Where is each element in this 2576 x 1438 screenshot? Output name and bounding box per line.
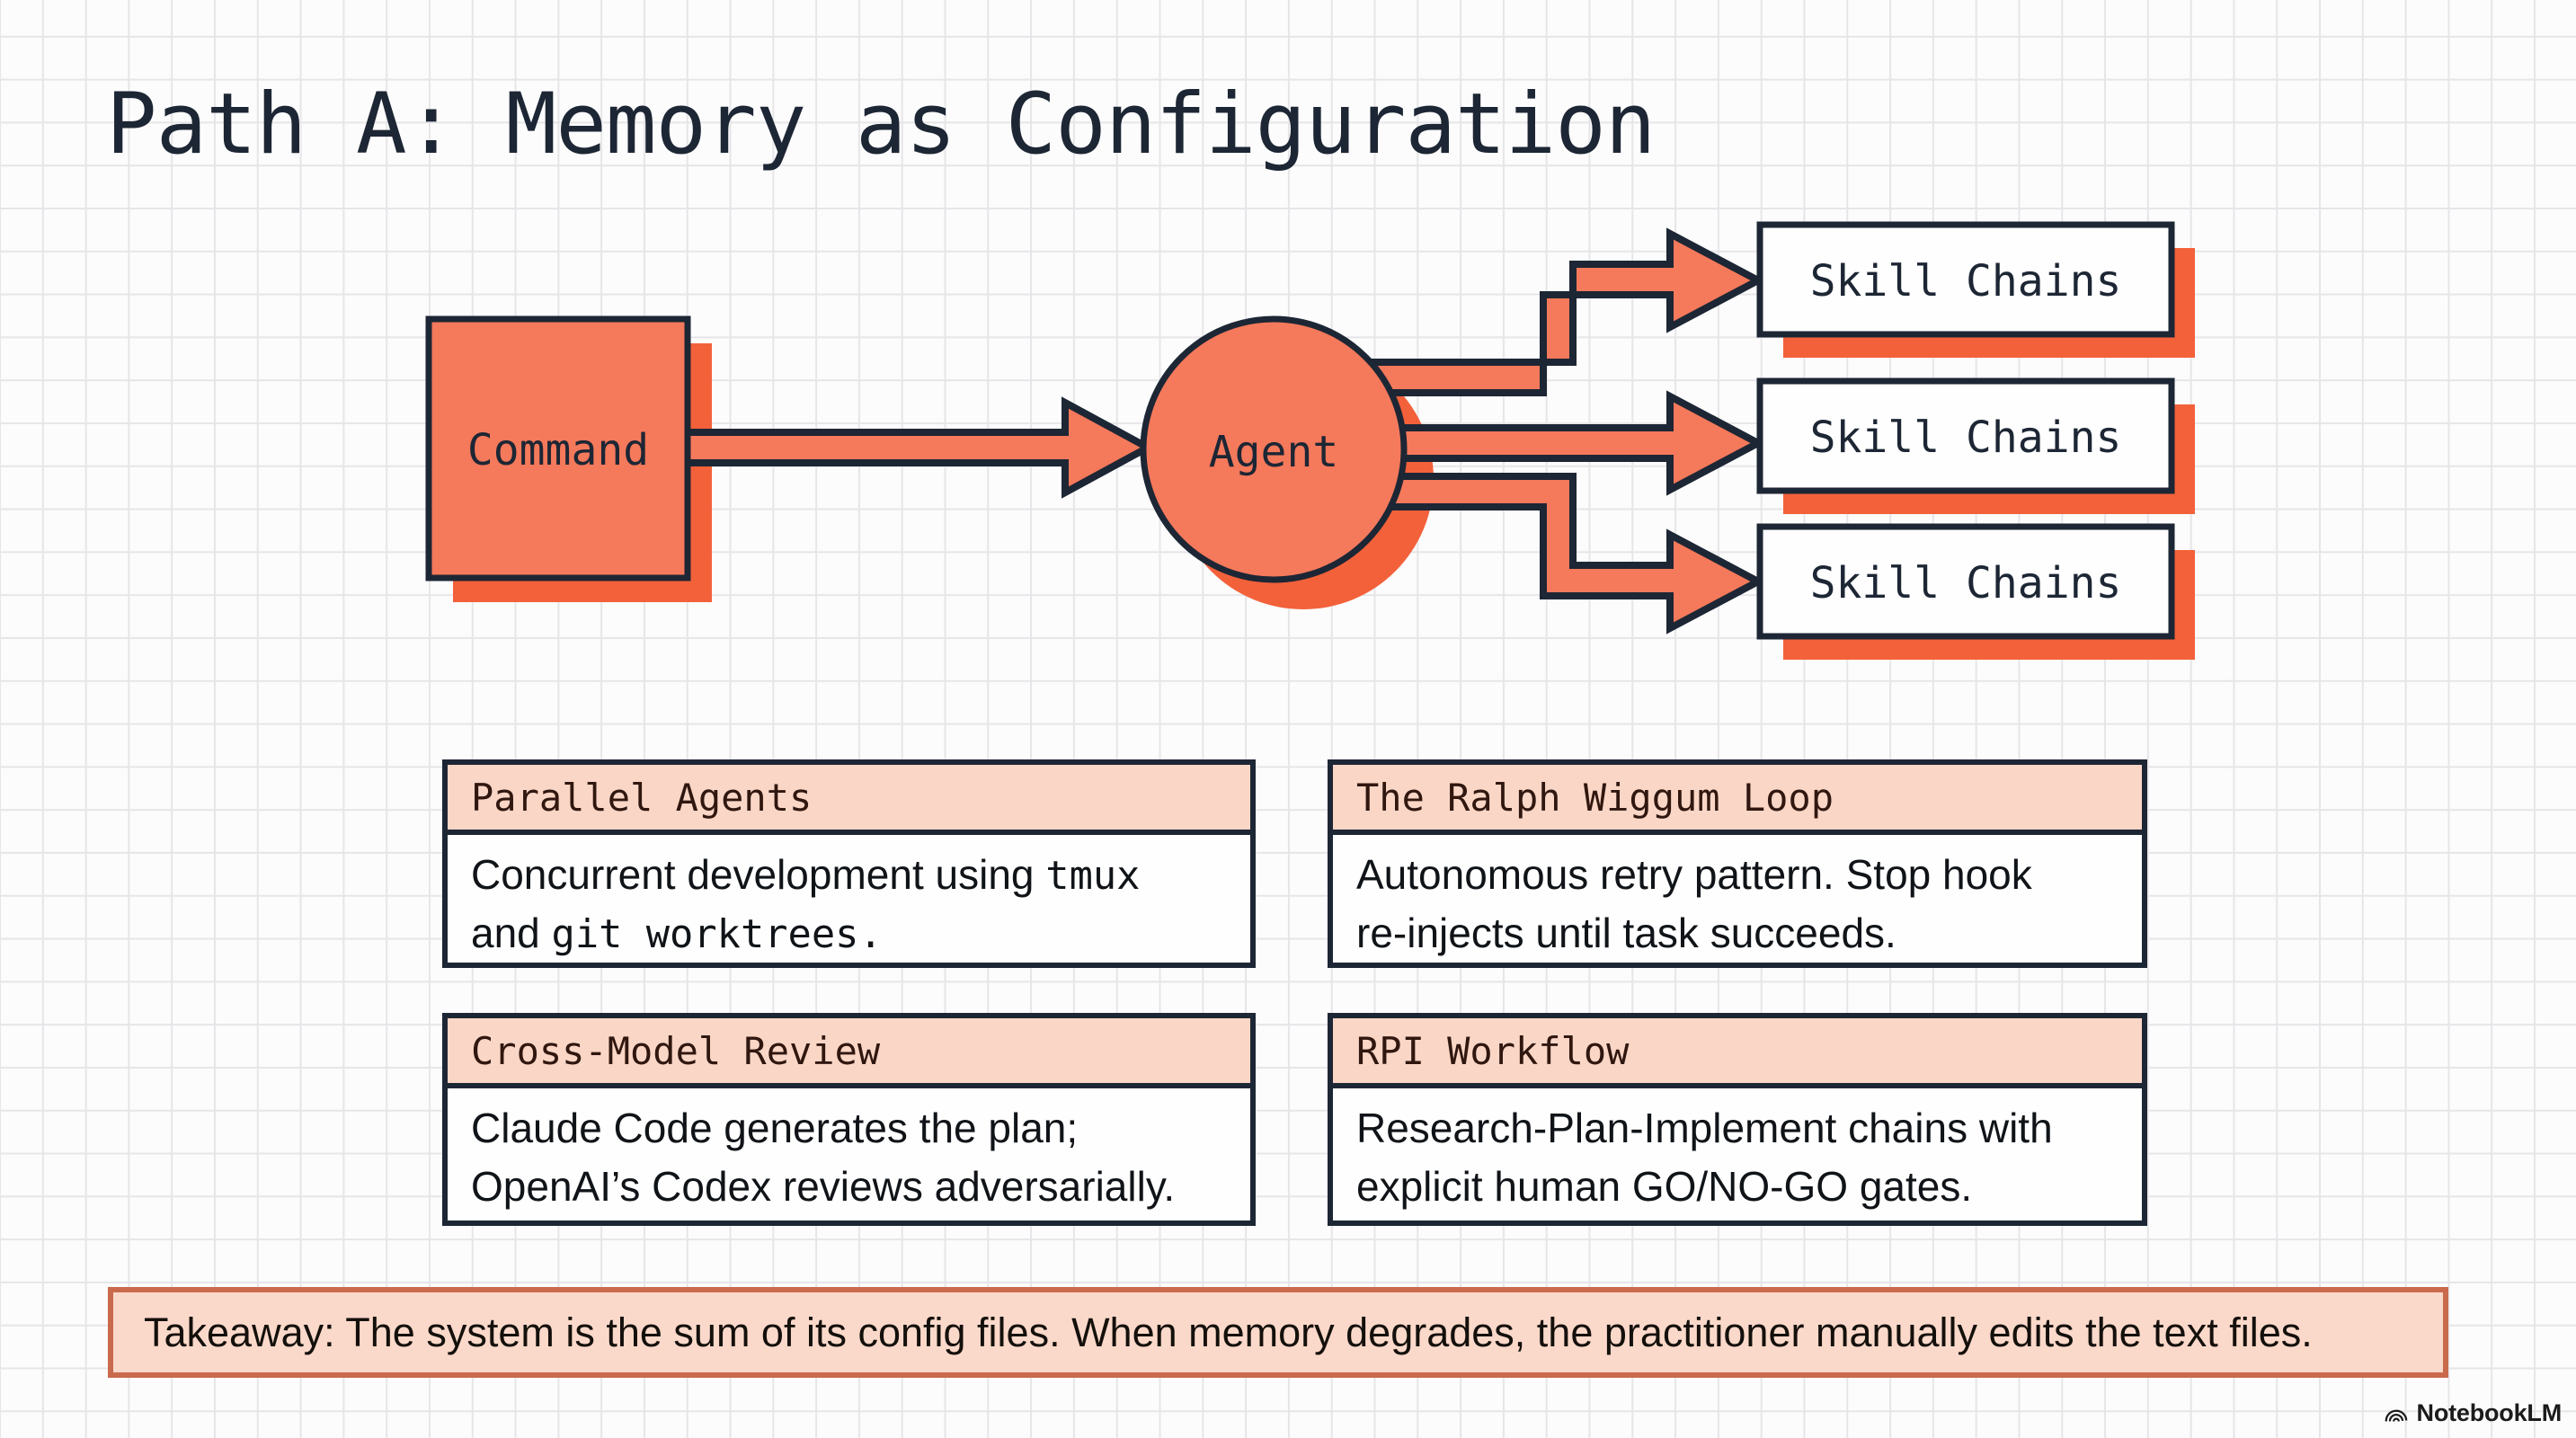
card-rpi-workflow: RPI Workflow Research-Plan-Implement cha…: [1328, 1013, 2147, 1226]
command-box: [425, 315, 691, 581]
card-header: RPI Workflow: [1333, 1018, 2142, 1088]
command-label: Command: [467, 425, 649, 475]
takeaway-banner: Takeaway: The system is the sum of its c…: [108, 1287, 2448, 1378]
agent-to-skill-arrow-top: [1345, 227, 1766, 396]
skill-chain-label-1: Skill Chains: [1810, 256, 2122, 306]
card-ralph-wiggum-loop: The Ralph Wiggum Loop Autonomous retry p…: [1328, 759, 2147, 968]
skill-chain-label-2: Skill Chains: [1810, 413, 2122, 463]
skill-chain-box-3: [1756, 523, 2175, 640]
command-to-agent-arrow: [681, 396, 1156, 499]
card-parallel-agents: Parallel Agents Concurrent development u…: [442, 759, 1256, 968]
card-header: Cross-Model Review: [448, 1018, 1250, 1088]
agent-circle: [1140, 315, 1408, 583]
card-header: The Ralph Wiggum Loop: [1333, 765, 2142, 835]
notebooklm-watermark: NotebookLM: [2383, 1399, 2562, 1427]
notebooklm-icon: [2383, 1400, 2410, 1427]
notebooklm-label: NotebookLM: [2416, 1399, 2563, 1426]
agent-label: Agent: [1209, 427, 1339, 477]
skill-chain-label-3: Skill Chains: [1810, 558, 2122, 608]
skill-chain-box-2: [1756, 377, 2175, 494]
card-cross-model-review: Cross-Model Review Claude Code generates…: [442, 1013, 1256, 1226]
card-body: Claude Code generates the plan;OpenAI’s …: [471, 1105, 1176, 1211]
takeaway-text: Takeaway: The system is the sum of its c…: [144, 1309, 2313, 1355]
skill-chain-box-1: [1756, 221, 2175, 338]
card-header: Parallel Agents: [448, 765, 1250, 835]
agent-to-skill-arrow-middle: [1390, 390, 1766, 496]
agent-to-skill-arrow-bottom: [1345, 473, 1766, 635]
page-title: Path A: Memory as Configuration: [106, 75, 1656, 173]
